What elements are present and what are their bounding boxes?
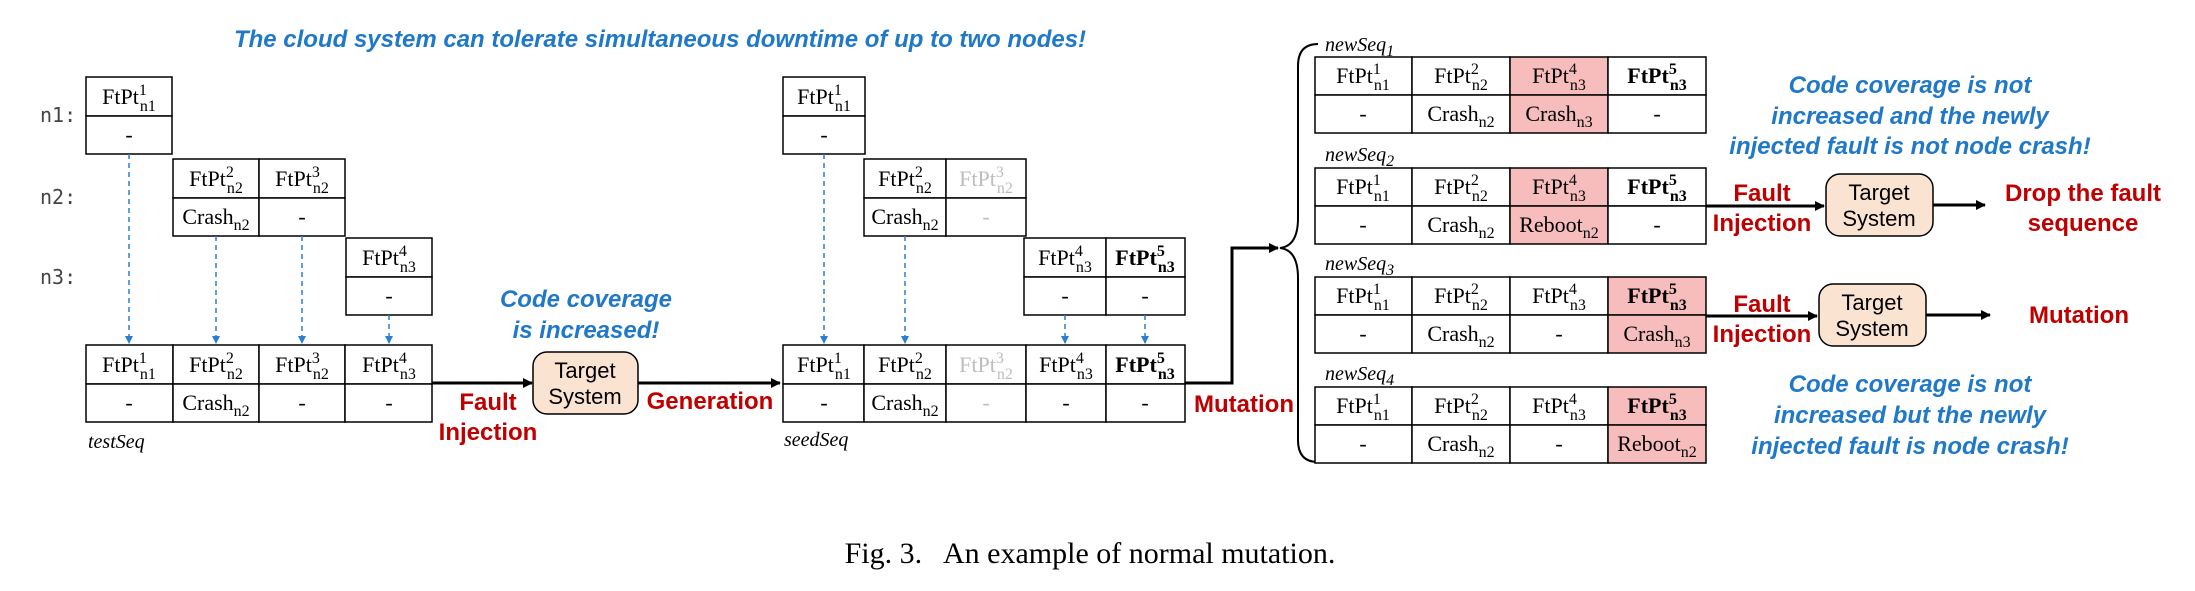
newseq4-label: newSeq4: [1325, 363, 1394, 389]
newseq3-label: newSeq3: [1325, 253, 1394, 279]
target-system-box-3: Target System: [1818, 283, 1927, 347]
svg-text:-: -: [125, 122, 132, 147]
svg-text:System: System: [1842, 206, 1915, 231]
row-label-n2: n2:: [40, 185, 76, 209]
svg-text:-: -: [298, 204, 305, 229]
injection-label-1: Injection: [439, 419, 538, 446]
svg-text:Target: Target: [1848, 180, 1909, 205]
generation-label: Generation: [647, 388, 774, 415]
newseq2-label: newSeq2: [1325, 144, 1394, 170]
row-label-n3: n3:: [40, 265, 76, 289]
svg-text:-: -: [1555, 431, 1562, 456]
svg-text:-: -: [385, 283, 392, 308]
not-increased-2-line1: Code coverage is not: [1789, 371, 2033, 398]
curly-brace: [1279, 43, 1319, 463]
svg-text:-: -: [1359, 431, 1366, 456]
drop-line2: sequence: [2028, 210, 2139, 237]
figure-caption: Fig. 3. An example of normal mutation.: [845, 537, 1336, 570]
injection-label-2: Injection: [1713, 210, 1812, 237]
fault-label-1: Fault: [459, 389, 516, 416]
drop-line1: Drop the fault: [2005, 180, 2161, 207]
svg-text:-: -: [820, 122, 827, 147]
svg-text:-: -: [298, 390, 305, 415]
mutation-result-label: Mutation: [2029, 302, 2129, 329]
svg-text:-: -: [982, 204, 989, 229]
fault-label-2: Fault: [1733, 180, 1790, 207]
svg-text:-: -: [385, 390, 392, 415]
not-increased-2-line3: injected fault is node crash!: [1751, 433, 2068, 460]
seedseq-label: seedSeq: [784, 429, 848, 451]
not-increased-1-line2: increased and the newly: [1771, 103, 2050, 130]
svg-text:-: -: [1062, 390, 1069, 415]
row-label-n1: n1:: [40, 103, 76, 127]
headline: The cloud system can tolerate simultaneo…: [234, 26, 1086, 53]
svg-text:-: -: [1359, 212, 1366, 237]
coverage-increased-line1: Code coverage: [500, 286, 672, 313]
svg-text:System: System: [1835, 316, 1908, 341]
coverage-increased-line2: is increased!: [513, 317, 660, 344]
mutation-label-main: Mutation: [1194, 391, 1294, 418]
svg-text:System: System: [548, 384, 621, 409]
target-system-box-1: Target System: [532, 351, 639, 415]
svg-text:Target: Target: [554, 358, 615, 383]
svg-text:-: -: [1359, 101, 1366, 126]
svg-text:-: -: [1141, 283, 1148, 308]
svg-text:-: -: [1359, 321, 1366, 346]
svg-text:-: -: [820, 390, 827, 415]
svg-text:-: -: [1061, 283, 1068, 308]
svg-text:-: -: [1141, 390, 1148, 415]
svg-text:-: -: [125, 390, 132, 415]
svg-text:Crashn2: Crashn2: [1427, 321, 1494, 351]
not-increased-1-line3: injected fault is not node crash!: [1729, 133, 2090, 160]
not-increased-1-line1: Code coverage is not: [1789, 72, 2033, 99]
svg-text:-: -: [1555, 321, 1562, 346]
svg-text:-: -: [982, 390, 989, 415]
injection-label-3: Injection: [1713, 321, 1812, 348]
svg-text:-: -: [1653, 212, 1660, 237]
testseq-label: testSeq: [88, 431, 145, 453]
svg-text:Target: Target: [1841, 290, 1902, 315]
not-increased-2-line2: increased but the newly: [1774, 402, 2048, 429]
fault-label-3: Fault: [1733, 291, 1790, 318]
svg-text:-: -: [1653, 101, 1660, 126]
target-system-box-2: Target System: [1825, 173, 1934, 237]
newseq1-label: newSeq1: [1325, 34, 1394, 60]
